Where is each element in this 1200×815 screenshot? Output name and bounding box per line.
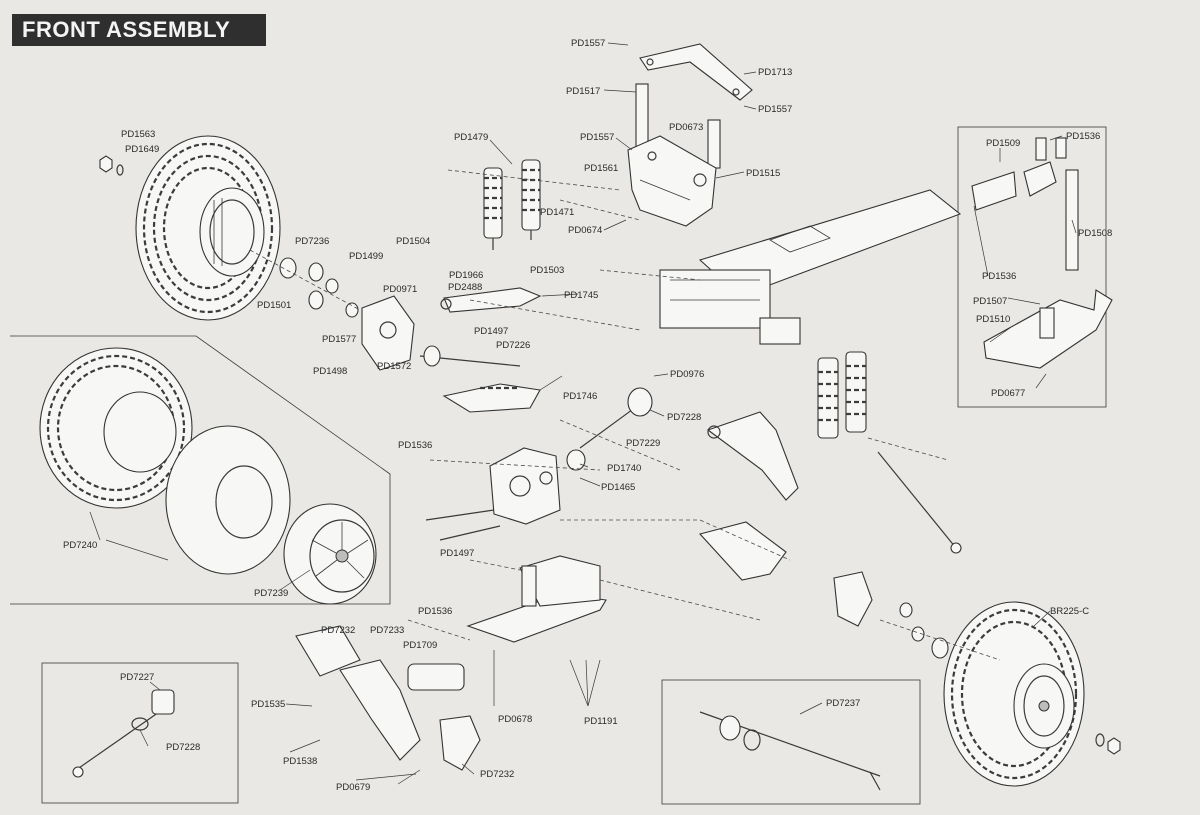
label-pd1563: PD1563 xyxy=(121,129,155,140)
skid-plate xyxy=(466,555,607,643)
label-pd1497-b: PD1497 xyxy=(440,548,474,559)
lower-arm-right xyxy=(698,521,787,581)
label-pd7236: PD7236 xyxy=(295,236,329,247)
hub-bearings-left xyxy=(279,257,359,318)
body-mount-inset-parts xyxy=(971,137,1113,369)
label-pd0971: PD0971 xyxy=(383,284,417,295)
inset-driveshaft-right xyxy=(699,711,881,791)
front-right-tire xyxy=(943,601,1085,787)
label-pd1498: PD1498 xyxy=(313,366,347,377)
label-pd0674: PD0674 xyxy=(568,225,602,236)
label-pd1515: PD1515 xyxy=(746,168,780,179)
center-driveshaft xyxy=(419,345,653,449)
page-title: FRONT ASSEMBLY xyxy=(12,14,266,46)
label-pd7239: PD7239 xyxy=(254,588,288,599)
label-pd1536-d: PD1536 xyxy=(982,271,1016,282)
label-pd7226: PD7226 xyxy=(496,340,530,351)
label-pd1713: PD1713 xyxy=(758,67,792,78)
label-pd0976: PD0976 xyxy=(670,369,704,380)
part-labels: PD1557 PD1713 PD1517 PD1557 PD1479 PD155… xyxy=(63,38,1112,793)
label-pd7240: PD7240 xyxy=(63,540,97,551)
label-pd7237: PD7237 xyxy=(826,698,860,709)
label-pd1746: PD1746 xyxy=(563,391,597,402)
label-pd1561: PD1561 xyxy=(584,163,618,174)
label-pd7233: PD7233 xyxy=(370,625,404,636)
steering-rod-right xyxy=(877,451,962,554)
label-pd1740: PD1740 xyxy=(607,463,641,474)
label-pd1471: PD1471 xyxy=(540,207,574,218)
chassis-plate xyxy=(659,189,962,345)
label-pd1504: PD1504 xyxy=(396,236,430,247)
label-pd1503: PD1503 xyxy=(530,265,564,276)
assembly-guide-lines xyxy=(249,169,1001,661)
label-pd1557-a: PD1557 xyxy=(571,38,605,49)
label-pd2488: PD2488 xyxy=(448,282,482,293)
label-pd1557-b: PD1557 xyxy=(758,104,792,115)
front-gearbox xyxy=(425,447,561,541)
label-pd1966: PD1966 xyxy=(449,270,483,281)
label-pd7227: PD7227 xyxy=(120,672,154,683)
lower-arm-left xyxy=(442,383,541,413)
shock-tower xyxy=(627,135,717,227)
label-pd0673: PD0673 xyxy=(669,122,703,133)
label-pd1507: PD1507 xyxy=(973,296,1007,307)
hub-bearings-right xyxy=(899,602,949,659)
label-pd1536-a: PD1536 xyxy=(398,440,432,451)
inset-frame-body-mount xyxy=(957,126,1107,408)
label-pd1538: PD1538 xyxy=(283,756,317,767)
inset-frame-left-tire xyxy=(10,335,391,605)
label-pd0679: PD0679 xyxy=(336,782,370,793)
upper-arm-right xyxy=(706,411,799,501)
body-mount-bar xyxy=(639,43,753,101)
label-pd7228-b: PD7228 xyxy=(166,742,200,753)
label-pd1465: PD1465 xyxy=(601,482,635,493)
label-pd7232-a: PD7232 xyxy=(321,625,355,636)
label-pd1577: PD1577 xyxy=(322,334,356,345)
leader-lines xyxy=(89,42,1077,785)
label-pd1572: PD1572 xyxy=(377,361,411,372)
inset-tire-insert xyxy=(165,425,291,575)
label-pd7228-a: PD7228 xyxy=(667,412,701,423)
upper-arm-left xyxy=(440,287,542,313)
front-shocks-right xyxy=(817,351,867,439)
label-pd1499: PD1499 xyxy=(349,251,383,262)
label-pd1191: PD1191 xyxy=(584,716,618,727)
label-pd1709: PD1709 xyxy=(403,640,437,651)
label-pd1510: PD1510 xyxy=(976,314,1010,325)
label-pd1479: PD1479 xyxy=(454,132,488,143)
front-shocks-top xyxy=(483,159,541,250)
inset-wheel-rim xyxy=(283,503,377,605)
inset-tire xyxy=(39,347,193,509)
label-pd1745: PD1745 xyxy=(564,290,598,301)
label-pd7229: PD7229 xyxy=(626,438,660,449)
label-pd1517: PD1517 xyxy=(566,86,600,97)
label-pd7232-b: PD7232 xyxy=(480,769,514,780)
steering-knuckle-left xyxy=(361,295,415,371)
label-pd1536-b: PD1536 xyxy=(418,606,452,617)
label-pd1557-c: PD1557 xyxy=(580,132,614,143)
label-pd1536-c: PD1536 xyxy=(1066,131,1100,142)
label-pd1649: PD1649 xyxy=(125,144,159,155)
label-pd1509: PD1509 xyxy=(986,138,1020,149)
front-bumper-mount xyxy=(295,625,481,771)
wheel-nut-right xyxy=(1095,733,1121,755)
label-pd1535: PD1535 xyxy=(251,699,285,710)
label-br225c: BR225-C xyxy=(1050,606,1089,617)
front-left-tire xyxy=(135,135,281,321)
wheel-nut-left xyxy=(99,155,124,176)
label-pd1501: PD1501 xyxy=(257,300,291,311)
label-pd0677: PD0677 xyxy=(991,388,1025,399)
diff-bearing xyxy=(566,449,586,471)
label-pd1508: PD1508 xyxy=(1078,228,1112,239)
label-pd0678: PD0678 xyxy=(498,714,532,725)
inset-frame-driveshaft-left xyxy=(41,662,239,804)
inset-frame-driveshaft-right xyxy=(661,679,921,805)
steering-knuckle-right xyxy=(833,571,873,627)
inset-driveshaft-left xyxy=(72,689,175,778)
label-pd1497-a: PD1497 xyxy=(474,326,508,337)
